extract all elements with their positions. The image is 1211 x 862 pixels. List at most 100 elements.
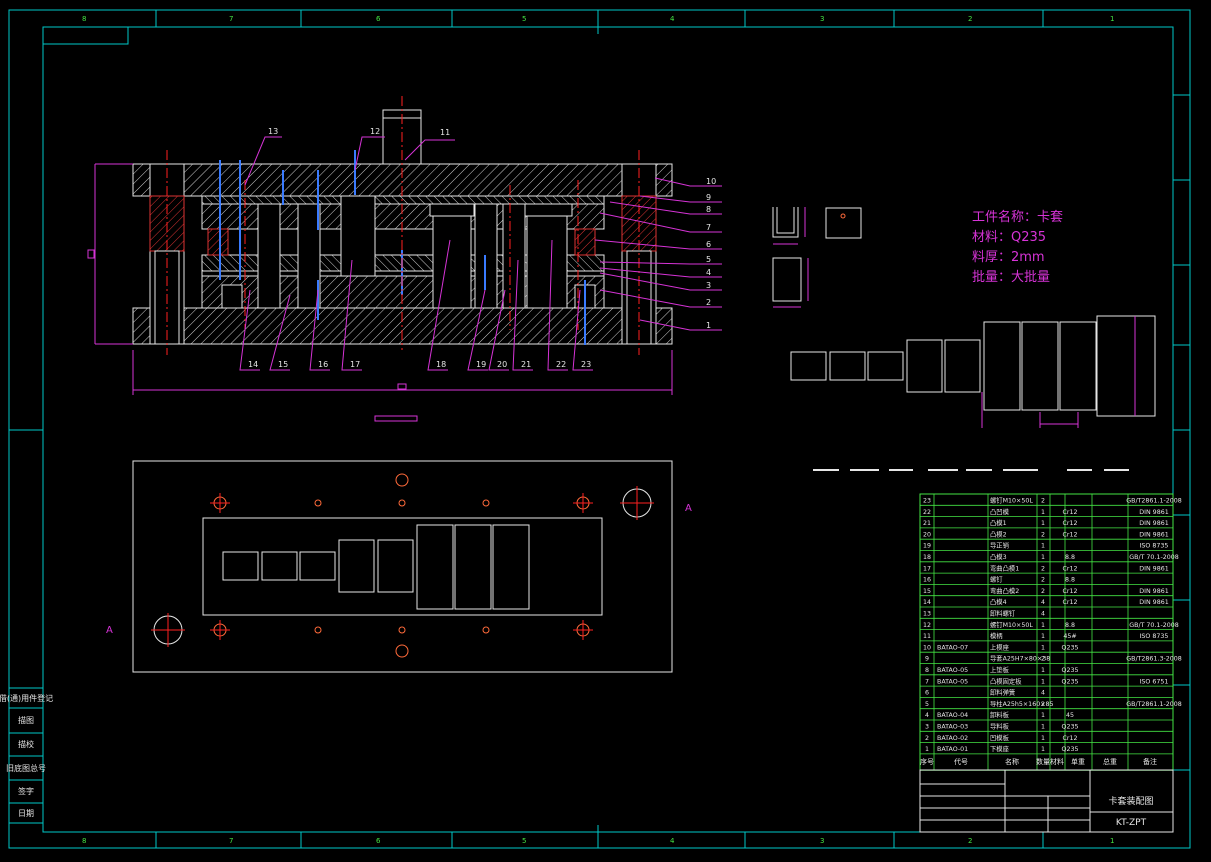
bom-cell: BATAO-05: [937, 678, 968, 685]
bom-cell: 8.8: [1065, 622, 1075, 629]
bom-cell: 导料板: [990, 722, 1010, 731]
zone-label: 2: [968, 15, 972, 23]
bom-cell: 模柄: [990, 631, 1003, 640]
bom-cell: 11: [923, 633, 931, 640]
bom-header-cell: 总重: [1103, 757, 1117, 766]
bom-cell: 1: [1041, 735, 1045, 742]
zone-label: 1: [1110, 837, 1114, 845]
left-strip-labels: 借(通)用件登记 描图 描校 旧底图总号 签字 日期: [0, 693, 53, 818]
bom-cell: ISO 8735: [1140, 633, 1169, 640]
left-strip-label: 签字: [18, 786, 34, 796]
bom-cell: 10: [923, 644, 931, 651]
bom-cell: 弯曲凸模1: [990, 563, 1019, 572]
bom-cell: ISO 8735: [1140, 543, 1169, 550]
bom-cell: 19: [923, 543, 931, 550]
bom-cell: 8.8: [1065, 554, 1075, 561]
section-label-a: A: [106, 625, 113, 636]
bom-cell: 导正销: [990, 541, 1009, 550]
bom-cell: 5: [925, 701, 929, 708]
bom-cell: 15: [923, 588, 931, 595]
bom-cell: BATAO-03: [937, 724, 968, 731]
workpiece-info: 工件名称：卡套 材料：Q235 料厚：2mm 批量：大批量: [972, 208, 1063, 288]
left-strip-label: 描校: [18, 739, 34, 749]
zone-label: 6: [376, 15, 381, 23]
bom-cell: BATAO-05: [937, 667, 968, 674]
leader-label-bottom: 21: [521, 360, 531, 369]
bom-cell: 4: [1041, 599, 1045, 606]
bom-cell: 1: [1041, 712, 1045, 719]
leaders-top-labels: 13 12 11: [268, 127, 450, 137]
title-block-text: 卡套装配图 KT-ZPT: [1108, 795, 1153, 828]
bom-cell: Cr12: [1063, 509, 1078, 516]
left-strip-label: 借(通)用件登记: [0, 693, 53, 703]
bom-cell: 4: [925, 712, 929, 719]
bom-cell: 2: [1041, 531, 1045, 538]
bom-cell: 凸凹模: [990, 507, 1010, 516]
bom-cell: 17: [923, 565, 931, 572]
leaders-right: [594, 177, 722, 331]
leader-label-bottom: 15: [278, 360, 288, 369]
bom-cell: BATAO-04: [937, 712, 968, 719]
center-lines: [166, 96, 640, 355]
left-strip-label: 描图: [18, 715, 34, 725]
bom-cell: 螺钉: [990, 575, 1003, 584]
leader-label-right: 9: [706, 193, 711, 202]
bom-cell: 23: [923, 498, 931, 505]
zone-label: 2: [968, 837, 972, 845]
workpiece-thickness: 料厚：2mm: [972, 250, 1045, 265]
leaders-bottom: [239, 239, 593, 371]
bom-cell: 20: [923, 531, 931, 538]
workpiece-views: [772, 207, 862, 302]
bom-cell: GB/T 70.1-2008: [1129, 554, 1179, 561]
zone-label: 3: [820, 837, 824, 845]
bom-cell: 1: [1041, 509, 1045, 516]
bom-cell: 2: [1041, 701, 1045, 708]
bom-cell: Cr12: [1063, 565, 1078, 572]
bom-cell: Cr12: [1063, 531, 1078, 538]
leader-label-bottom: 16: [318, 360, 328, 369]
bom-cell: 上模座: [990, 642, 1009, 651]
leader-label-right: 2: [706, 298, 711, 307]
bom-cell: DIN 9861: [1139, 599, 1168, 606]
bom-cell: 凸模1: [990, 518, 1007, 527]
bom-cell: 18: [923, 554, 931, 561]
bom-cell: 1: [1041, 678, 1045, 685]
bom-cell: Q235: [1062, 678, 1079, 685]
zone-label: 7: [229, 15, 233, 23]
bom-cell: 8.8: [1065, 577, 1075, 584]
bom-cell: 2: [1041, 565, 1045, 572]
bom-cell: GB/T2861.1-2008: [1126, 701, 1182, 708]
zone-label: 3: [820, 15, 824, 23]
workpiece-material: 材料：Q235: [972, 230, 1047, 245]
bom-cell: 螺钉M10×50L: [990, 496, 1033, 505]
bom-cell: 6: [925, 690, 929, 697]
bom-cell: DIN 9861: [1139, 588, 1168, 595]
bom-cell: 凸模2: [990, 529, 1007, 538]
bom-cell: 2: [1041, 498, 1045, 505]
bom-header-cell: 数量: [1036, 757, 1050, 766]
bom-cell: BATAO-02: [937, 735, 968, 742]
bom-cell: 卸料板: [990, 710, 1010, 719]
zone-label: 7: [229, 837, 233, 845]
leader-label-top: 12: [370, 127, 380, 136]
bom-cell: 2: [1041, 656, 1045, 663]
bom-header-cell: 代号: [954, 757, 968, 766]
bom-cell: GB/T 70.1-2008: [1129, 622, 1179, 629]
bom-cell: 4: [1041, 690, 1045, 697]
bom-cell: GB/T2861.1-2008: [1126, 498, 1182, 505]
bom-cell: 4: [1041, 611, 1045, 618]
bom-cell: 2: [925, 735, 929, 742]
bom-cell: 螺钉M10×50L: [990, 620, 1033, 629]
leader-label-bottom: 17: [350, 360, 360, 369]
leader-label-bottom: 19: [476, 360, 486, 369]
bom-header-cell: 序号: [920, 757, 934, 766]
drawing-title: 卡套装配图: [1108, 795, 1153, 807]
plan-view-holes: [213, 473, 590, 658]
leader-label-top: 13: [268, 127, 278, 136]
bom-cell: 13: [923, 611, 931, 618]
bom-cell: 3: [925, 724, 929, 731]
bom-cell: DIN 9861: [1139, 520, 1168, 527]
bom-header-cell: 材料: [1050, 757, 1064, 766]
